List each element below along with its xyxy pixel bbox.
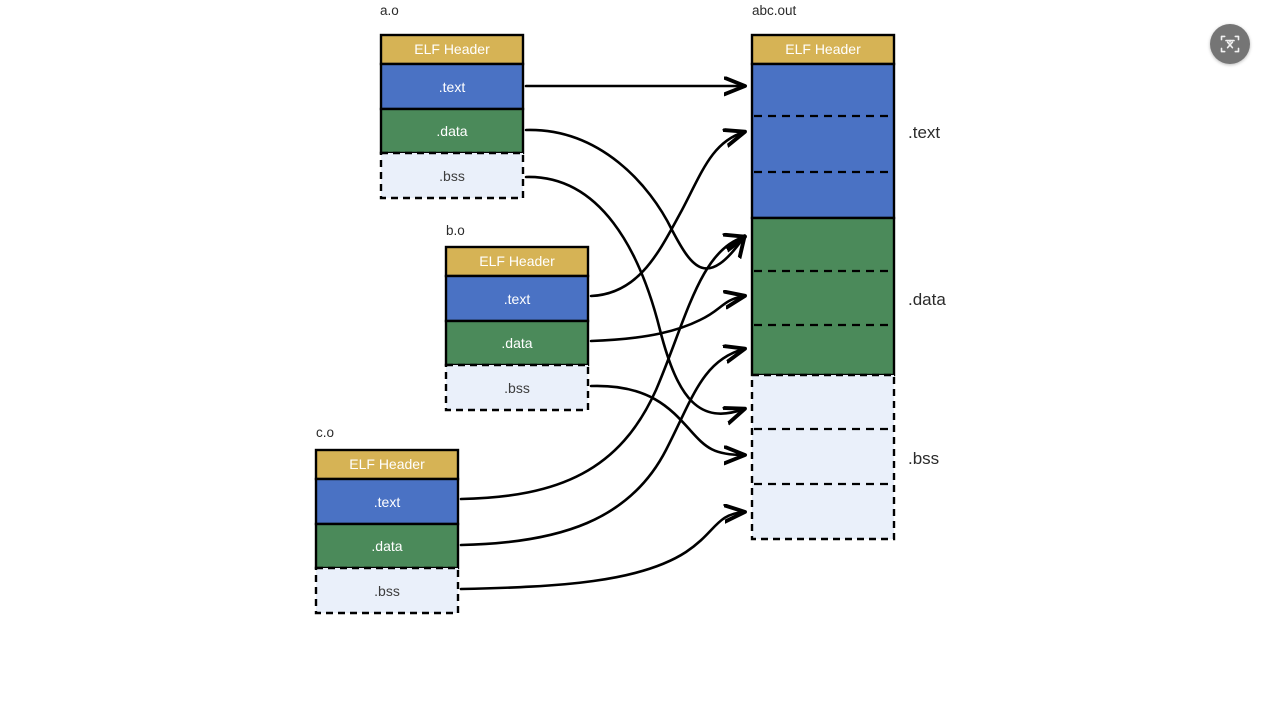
- b-elf-header-label: ELF Header: [479, 253, 555, 269]
- out-bss-label: .bss: [908, 449, 939, 468]
- c-elf-header-label: ELF Header: [349, 456, 425, 472]
- c-data-label: .data: [371, 538, 402, 554]
- arrow-a-bss: [524, 175, 744, 414]
- arrow-c-data: [459, 349, 744, 547]
- b-bss-block: [444, 363, 590, 412]
- b-elf-header-block: [444, 245, 590, 278]
- c-elf-header-block: [314, 448, 460, 481]
- a-text-label: .text: [439, 79, 466, 95]
- a-bss-block: [379, 151, 525, 200]
- object-file-b-title: b.o: [446, 223, 465, 238]
- a-elf-header-label: ELF Header: [414, 41, 490, 57]
- out-elf-header-block: [750, 33, 896, 66]
- arrow-a-data: [524, 128, 744, 270]
- out-text-label: .text: [908, 123, 940, 142]
- out-text-block: [750, 62, 896, 220]
- arrow-c-bss: [459, 512, 744, 591]
- b-bss-label: .bss: [504, 380, 530, 396]
- b-data-label: .data: [501, 335, 532, 351]
- a-bss-label: .bss: [439, 168, 465, 184]
- translate-button[interactable]: [1210, 24, 1250, 64]
- c-data-block: [314, 522, 460, 570]
- object-file-a: a.o ELF Header .text .data .bss: [379, 3, 525, 200]
- object-file-b: b.o ELF Header .text .data .bss: [444, 223, 590, 412]
- out-data-label: .data: [908, 290, 946, 309]
- c-text-block: [314, 477, 460, 526]
- arrow-b-text: [589, 132, 744, 298]
- arrow-c-text: [459, 237, 744, 501]
- arrow-b-data: [589, 296, 744, 343]
- a-data-label: .data: [436, 123, 467, 139]
- b-text-block: [444, 274, 590, 323]
- c-text-label: .text: [374, 494, 401, 510]
- out-elf-header-label: ELF Header: [785, 41, 861, 57]
- output-file-title: abc.out: [752, 3, 797, 18]
- arrow-b-bss: [589, 384, 744, 455]
- b-text-label: .text: [504, 291, 531, 307]
- out-data-block: [750, 216, 896, 377]
- object-file-a-title: a.o: [380, 3, 399, 18]
- output-file-abc: abc.out ELF Header .text .data .bss: [750, 3, 946, 541]
- mapping-arrows: [459, 86, 744, 591]
- object-file-c-title: c.o: [316, 425, 334, 440]
- translate-icon: [1220, 35, 1240, 53]
- out-bss-block: [750, 373, 896, 541]
- c-bss-label: .bss: [374, 583, 400, 599]
- object-file-c: c.o ELF Header .text .data .bss: [314, 425, 460, 615]
- c-bss-block: [314, 566, 460, 615]
